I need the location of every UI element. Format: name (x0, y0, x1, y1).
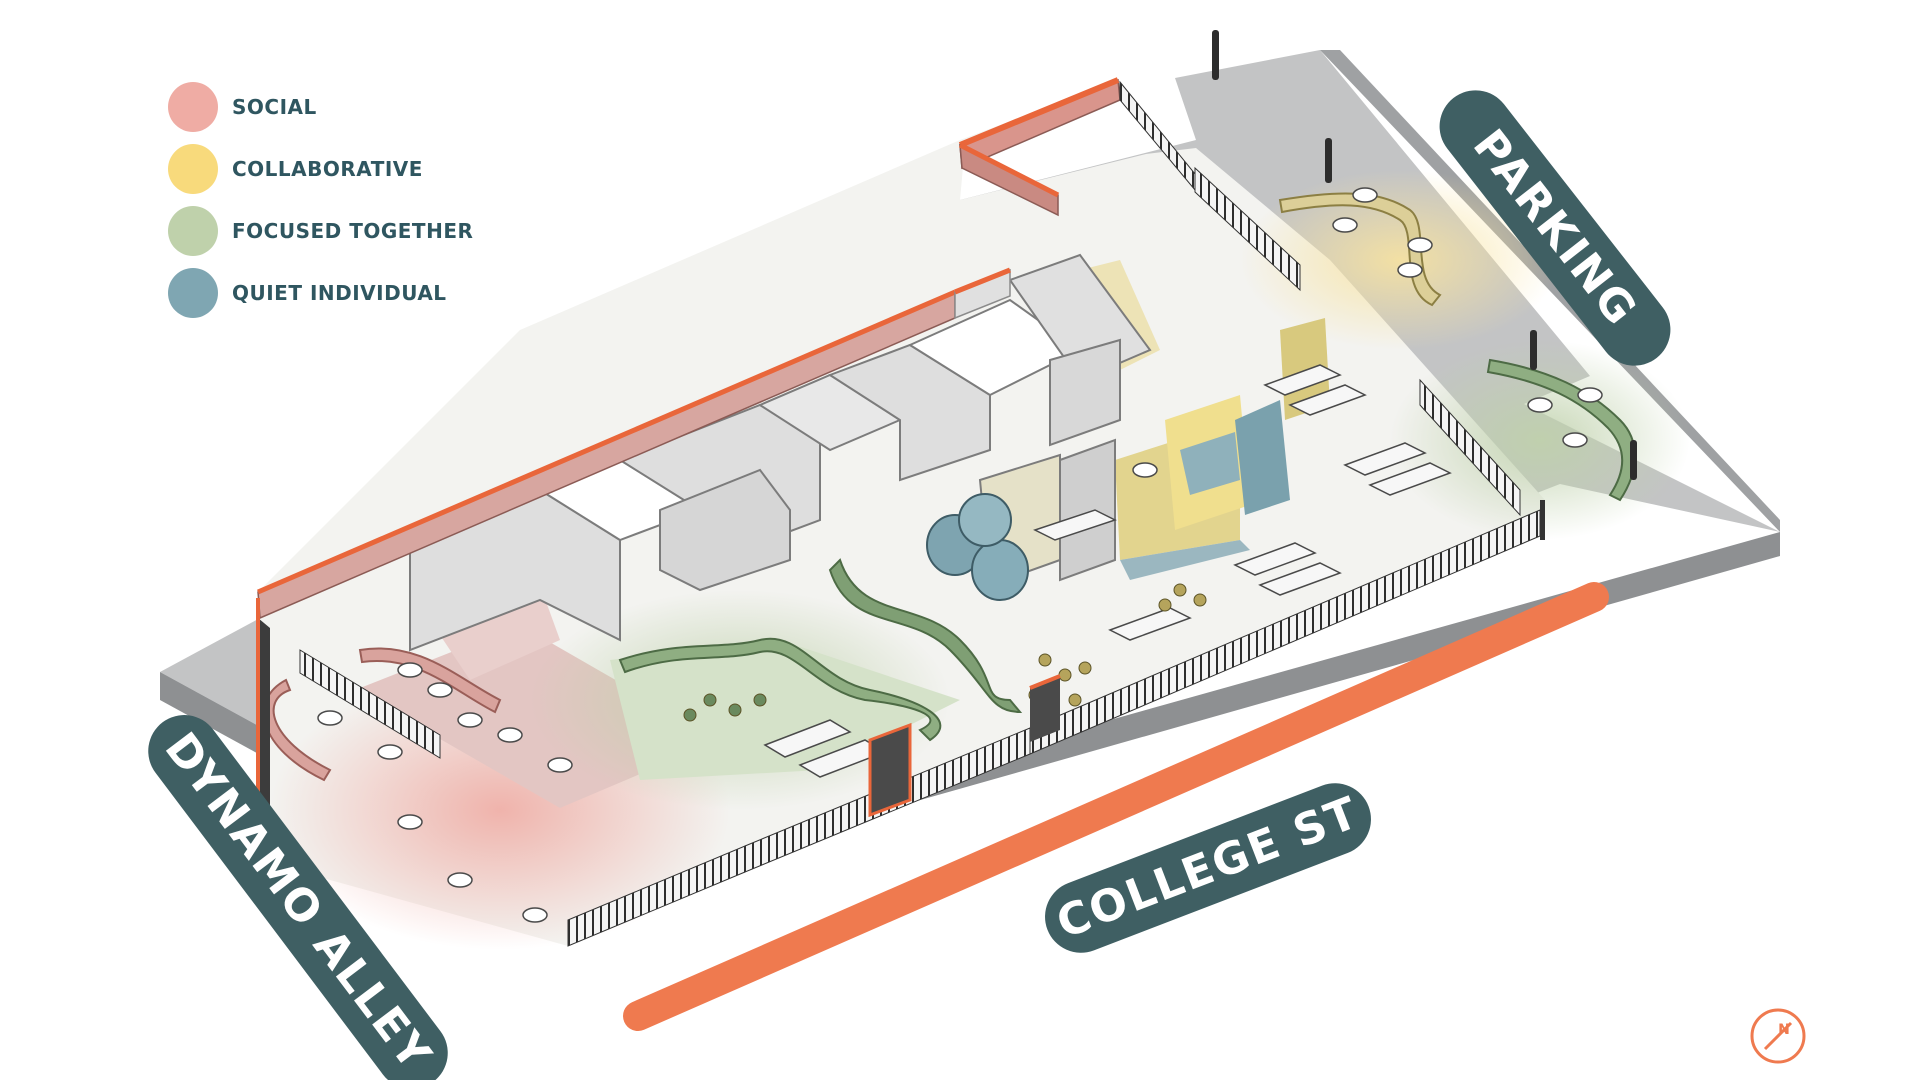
planter-walls (262, 192, 1636, 782)
legend-item-quiet-individual: QUIET INDIVIDUAL (168, 262, 473, 324)
college-st-label: COLLEGE ST (1045, 783, 1371, 953)
legend-label: FOCUSED TOGETHER (232, 219, 474, 243)
zone-legend: SOCIAL COLLABORATIVE FOCUSED TOGETHER QU… (168, 76, 473, 324)
furniture-chairs (683, 583, 1207, 722)
college-st-frontage-bar (623, 582, 1609, 1031)
north-arrow-letter: N (1778, 1022, 1790, 1038)
legend-label: SOCIAL (232, 95, 317, 119)
collaborative-swatch-icon (168, 144, 218, 194)
interior-partitions (409, 253, 1250, 652)
quiet-individual-swatch-icon (168, 268, 218, 318)
bollards (1212, 30, 1637, 480)
legend-item-social: SOCIAL (168, 76, 473, 138)
furniture-desks (763, 364, 1452, 778)
phone-pods (926, 493, 1029, 601)
furniture-tables (317, 187, 1603, 923)
focused-together-swatch-icon (168, 206, 218, 256)
social-swatch-icon (168, 82, 218, 132)
front-railings (299, 166, 1545, 947)
legend-label: QUIET INDIVIDUAL (232, 281, 447, 305)
legend-item-collaborative: COLLABORATIVE (168, 138, 473, 200)
north-arrow-icon: N (1750, 1008, 1806, 1064)
legend-item-focused-together: FOCUSED TOGETHER (168, 200, 473, 262)
legend-label: COLLABORATIVE (232, 157, 423, 181)
